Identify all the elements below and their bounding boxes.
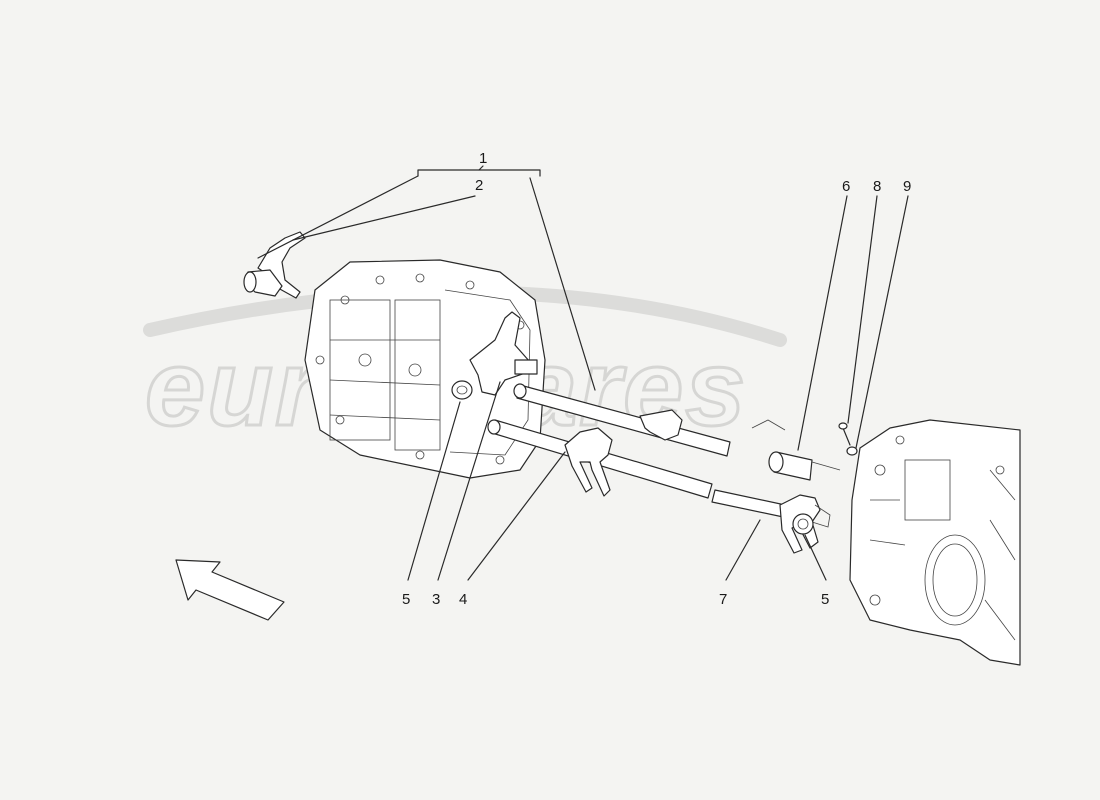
callout-1: 1 [479, 150, 487, 167]
gearbox-housing-right [849, 419, 1021, 666]
callout-labels: 1 2 3 4 5 5 6 7 8 9 [402, 150, 911, 608]
callout-6: 6 [842, 178, 850, 195]
gearbox-housing-left [304, 259, 546, 479]
callout-8: 8 [873, 178, 881, 195]
part-8-bolt [838, 422, 851, 446]
part-2-shift-fork [243, 231, 306, 299]
part-1-upper-shift-rod [513, 383, 731, 457]
arrow-icon [175, 559, 285, 621]
callout-7: 7 [719, 591, 727, 608]
callout-5-right: 5 [821, 591, 829, 608]
part-5-bush-right [792, 513, 814, 535]
part-5-bush-left [451, 380, 473, 400]
callout-3: 3 [432, 591, 440, 608]
callout-9: 9 [903, 178, 911, 195]
part-9-washer [846, 446, 858, 456]
callout-2: 2 [475, 177, 483, 194]
leader-lines [257, 165, 909, 581]
part-3-shift-fork [469, 311, 538, 396]
callout-4: 4 [459, 591, 467, 608]
part-4-shift-fork [564, 427, 613, 497]
part-6-cylinder [751, 419, 841, 481]
callout-5-left: 5 [402, 591, 410, 608]
